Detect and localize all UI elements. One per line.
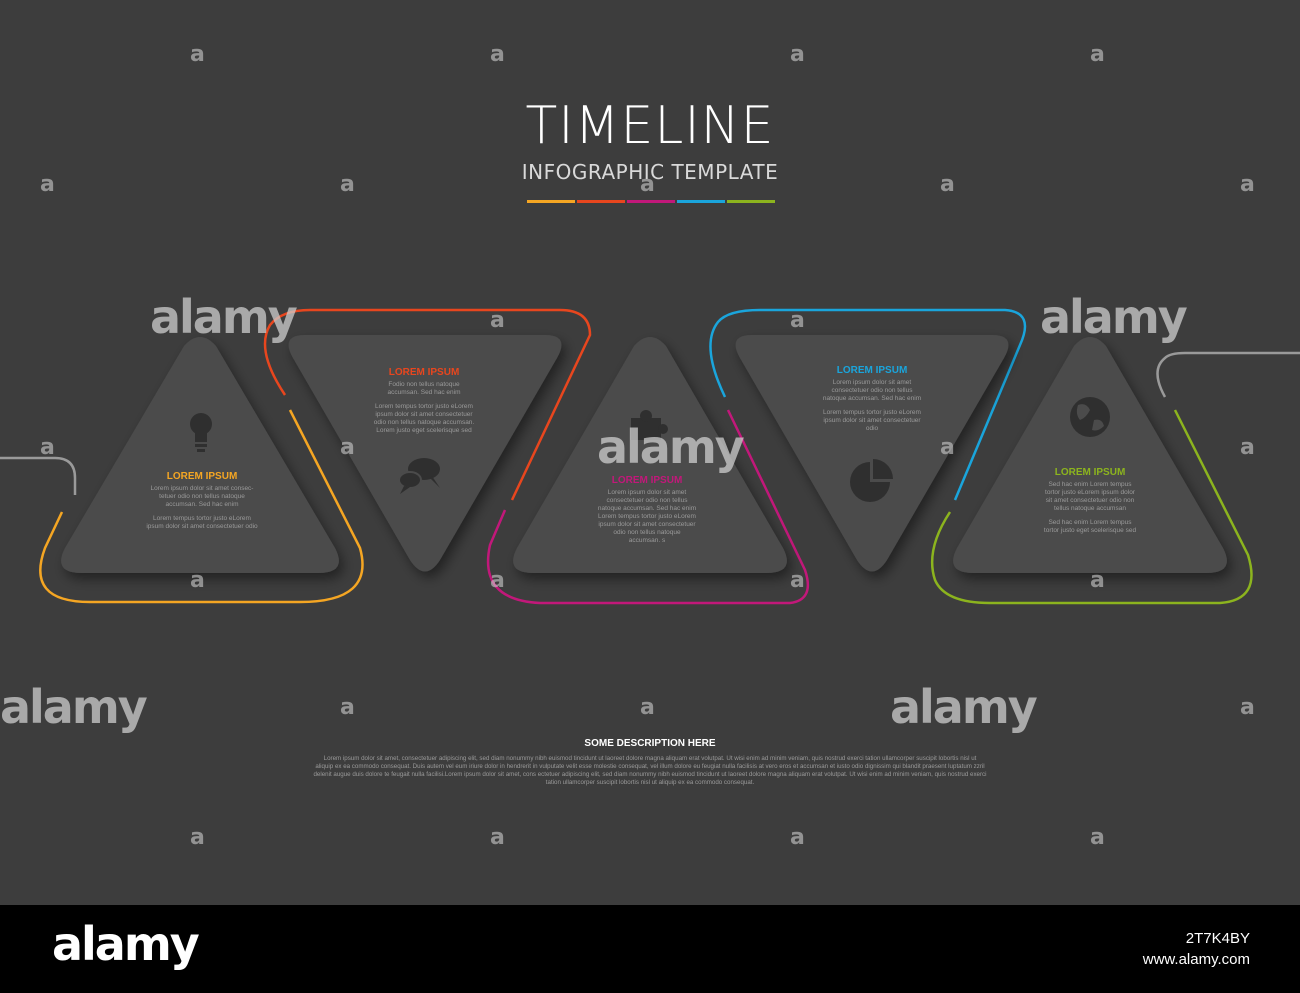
watermark-logo: alamy [150, 290, 298, 344]
watermark-logo: alamy [1040, 290, 1188, 344]
step3-title: LOREM IPSUM [611, 475, 683, 486]
connector-step1-orange [39, 409, 364, 604]
watermark-mark: a [1090, 568, 1105, 593]
step2-title: LOREM IPSUM [388, 367, 460, 378]
watermark-logo: alamy [890, 680, 1038, 734]
watermark-mark: a [790, 308, 805, 333]
triangle-step2 [288, 335, 562, 572]
watermark-mark: a [790, 568, 805, 593]
connector-right-gray [1156, 351, 1300, 398]
description-title: SOME DESCRIPTION HERE [584, 738, 716, 749]
watermark-mark: a [1090, 825, 1105, 850]
footer-image-id: 2T7K4BY [1185, 930, 1250, 947]
chat-bubbles-icon [398, 458, 440, 494]
watermark-mark: a [190, 825, 205, 850]
watermark-logo: alamy [0, 680, 148, 734]
connector-step4-blue [709, 308, 1027, 501]
page-subtitle: INFOGRAPHIC TEMPLATE [521, 160, 779, 184]
page-title: TIMELINE [525, 96, 775, 156]
connector-step5-green [930, 409, 1253, 605]
watermark-mark: a [940, 172, 955, 197]
description-body: Lorem ipsum dolor sit amet, consectetuer… [313, 755, 987, 786]
watermark-mark: a [340, 695, 355, 720]
connector-step3-magenta [486, 409, 810, 605]
watermark-mark: a [1240, 695, 1255, 720]
watermark-mark: a [1240, 435, 1255, 460]
watermark-mark: a [40, 435, 55, 460]
watermark-mark: a [1240, 172, 1255, 197]
triangle-step5 [953, 337, 1227, 573]
footer-logo: alamy [52, 917, 200, 971]
title-underline-step4 [677, 200, 725, 203]
watermark-mark: a [790, 42, 805, 67]
watermark-logo: alamy [597, 420, 745, 474]
step4-title: LOREM IPSUM [836, 365, 908, 376]
watermark-mark: a [490, 825, 505, 850]
globe-icon [1070, 397, 1110, 437]
watermark-mark: a [640, 695, 655, 720]
step1-title: LOREM IPSUM [166, 471, 238, 482]
watermark-mark: a [40, 172, 55, 197]
step5-title: LOREM IPSUM [1054, 467, 1126, 478]
connector-step2-red [263, 308, 592, 501]
title-underline-step5 [727, 200, 775, 203]
puzzle-icon [631, 410, 668, 440]
timeline-diagram [0, 308, 1300, 605]
watermark-mark: a [490, 42, 505, 67]
title-underline-step2 [577, 200, 625, 203]
footer-url[interactable]: www.alamy.com [1142, 951, 1250, 968]
step1-text: Lorem ipsum dolor sit amet consec-tetuer… [146, 485, 258, 530]
title-underline-step1 [527, 200, 575, 203]
watermark-mark: a [340, 172, 355, 197]
watermark-mark: a [490, 568, 505, 593]
watermark-mark: a [940, 435, 955, 460]
watermark-mark: a [790, 825, 805, 850]
lightbulb-icon [190, 413, 212, 452]
triangle-step4 [735, 335, 1009, 572]
watermark-mark: a [490, 308, 505, 333]
title-underline-step3 [627, 200, 675, 203]
watermark-mark: a [190, 42, 205, 67]
connector-left-gray [0, 456, 77, 495]
watermark-mark: a [1090, 42, 1105, 67]
footer-bar [0, 905, 1300, 993]
infographic-canvas: TIMELINE INFOGRAPHIC TEMPLATE [0, 42, 1300, 850]
triangle-step3 [513, 337, 787, 573]
pie-chart-icon [850, 459, 893, 502]
watermark-mark: a [340, 435, 355, 460]
triangle-step1 [61, 337, 339, 573]
watermark-mark: a [190, 568, 205, 593]
watermark-mark: a [640, 172, 655, 197]
